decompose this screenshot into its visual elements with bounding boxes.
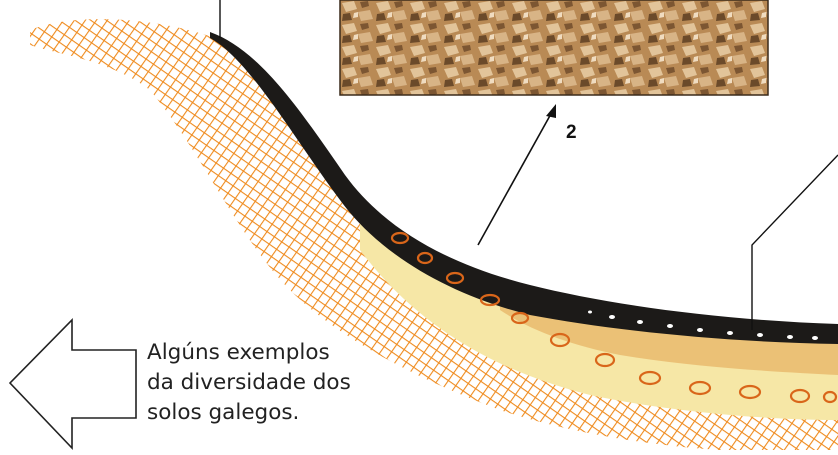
caption-line-3: solos galegos.: [147, 398, 387, 428]
leader-line-right: [752, 155, 838, 330]
arrow-line-2: [478, 112, 552, 245]
arrowhead-icon: [546, 104, 556, 118]
photo-label-number: 2: [566, 122, 577, 144]
caption-line-2: da diversidade dos: [147, 368, 387, 398]
caption-text: Algúns exemplos da diversidade dos solos…: [147, 338, 387, 428]
rock-photo: [340, 0, 768, 95]
left-arrow-icon: [10, 320, 136, 448]
caption-line-1: Algúns exemplos: [147, 338, 387, 368]
